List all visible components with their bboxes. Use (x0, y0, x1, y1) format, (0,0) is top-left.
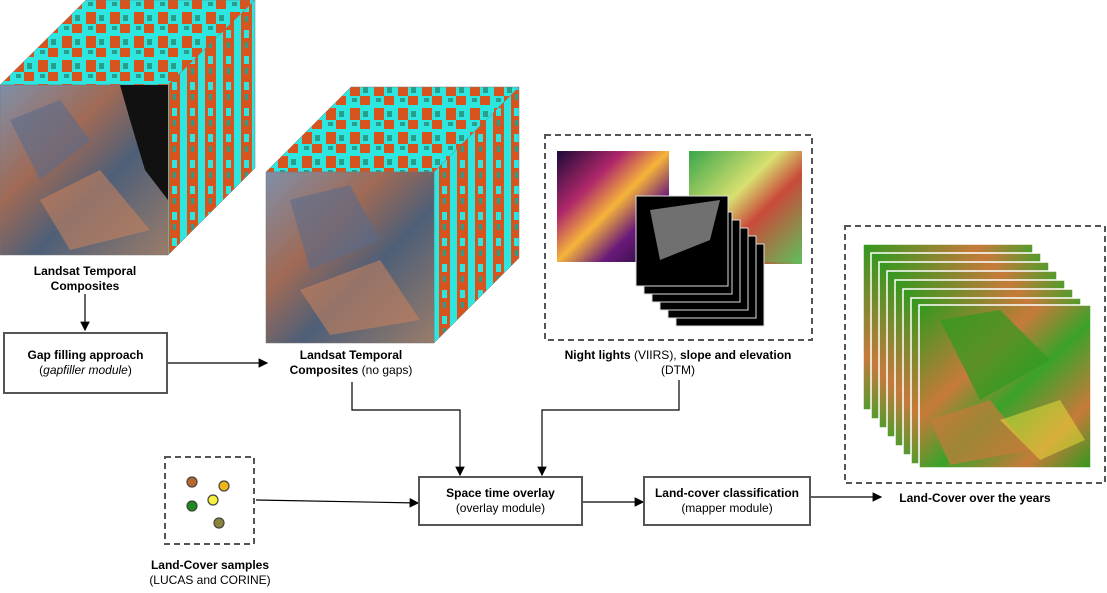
samples-panel (164, 456, 255, 545)
sample-dot (186, 476, 198, 488)
landsat-raw-cube (0, 0, 256, 256)
overlay-module: (overlay module) (455, 501, 546, 515)
elevation-stack (635, 195, 765, 327)
arrow-filled-to-overlay (351, 382, 465, 477)
land-cover-output-panel (844, 225, 1106, 484)
land-cover-stack (862, 243, 1092, 469)
sample-dot (186, 500, 198, 512)
gap-filling-module: (gapfiller module) (39, 363, 132, 377)
sample-dots (186, 476, 230, 529)
connectors (80, 294, 883, 508)
landsat-raw-label: Landsat Temporal Composites (33, 264, 137, 293)
landsat-filled-cube (265, 86, 520, 344)
sample-dot (218, 480, 230, 492)
sample-dot (213, 517, 225, 529)
gap-filling-title: Gap filling approach (27, 348, 144, 362)
gap-filling-box: Gap filling approach (gapfiller module) (3, 332, 168, 394)
overlay-title: Space time overlay (446, 486, 555, 500)
covariate-layers (557, 151, 802, 327)
classification-module: (mapper module) (681, 501, 773, 515)
classification-title: Land-cover classification (654, 486, 800, 500)
land-cover-output-label: Land-Cover over the years (899, 491, 1051, 505)
covariates-panel (544, 134, 813, 341)
covariates-label: Night lights (VIIRS), slope and elevatio… (564, 348, 792, 377)
landsat-filled-label: Landsat Temporal Composites (no gaps) (289, 348, 413, 377)
arrow-covariates-to-overlay (537, 380, 680, 477)
samples-label: Land-Cover samples (LUCAS and CORINE) (149, 558, 271, 587)
arrow-samples-to-overlay (255, 498, 420, 508)
classification-box: Land-cover classification (mapper module… (643, 476, 811, 526)
overlay-box: Space time overlay (overlay module) (418, 476, 583, 526)
sample-dot (207, 494, 219, 506)
